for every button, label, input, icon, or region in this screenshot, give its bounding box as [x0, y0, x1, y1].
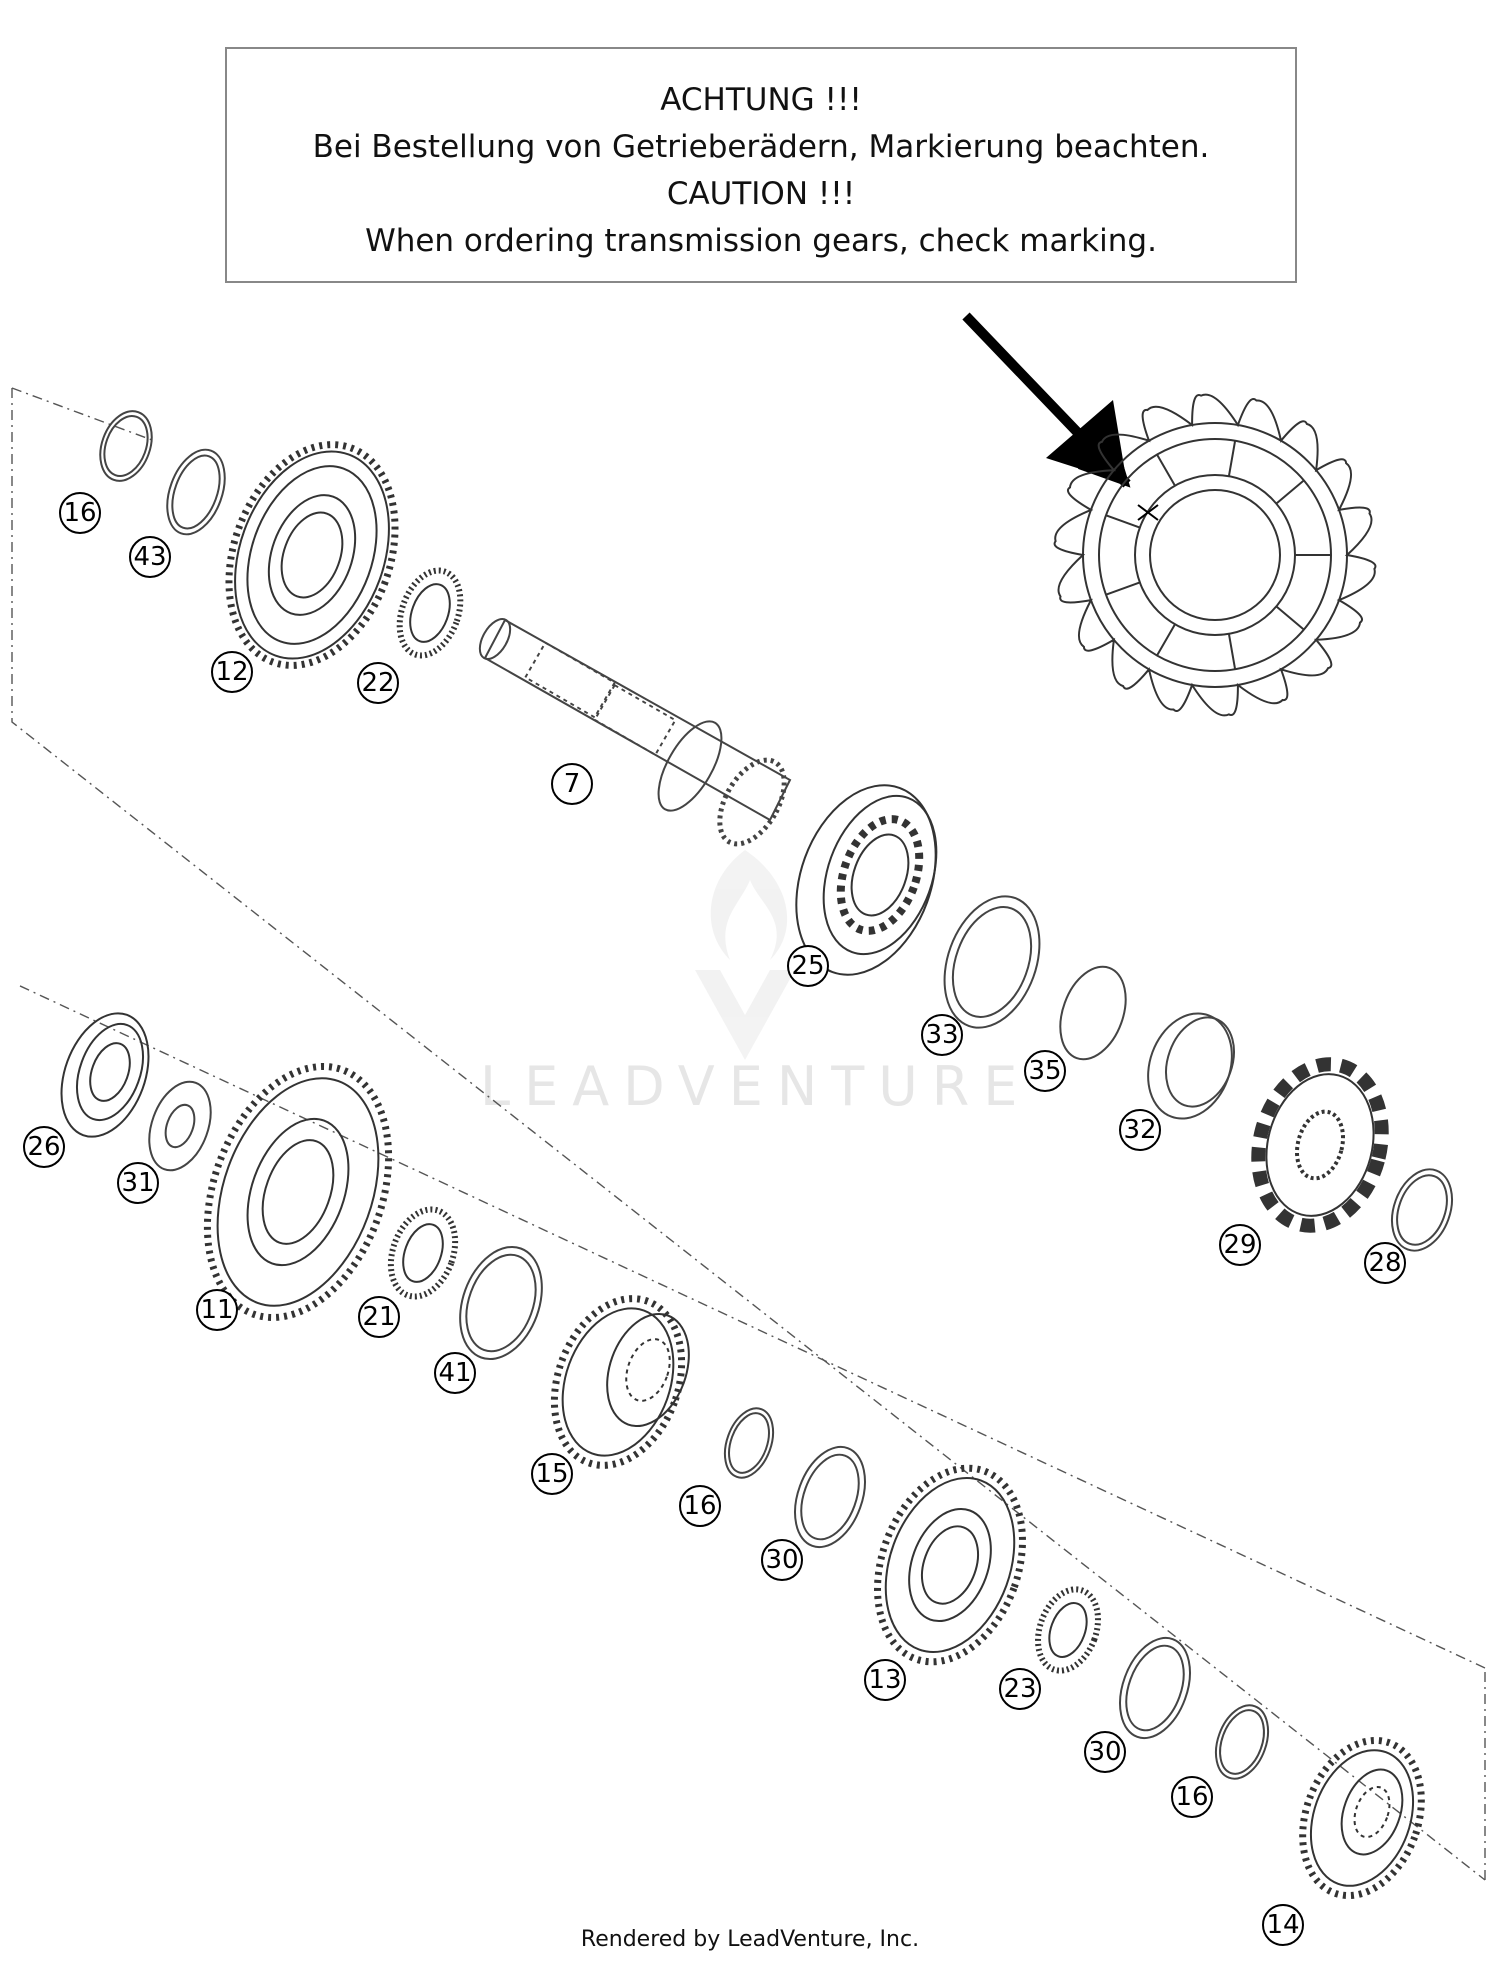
- svg-text:30: 30: [765, 1545, 798, 1575]
- reference-gear-segment-line: [1275, 479, 1305, 505]
- svg-text:28: 28: [1368, 1248, 1401, 1278]
- notice-heading-en: CAUTION !!!: [666, 176, 856, 212]
- svg-text:23: 23: [1003, 1674, 1036, 1704]
- svg-text:14: 14: [1266, 1910, 1299, 1940]
- svg-text:21: 21: [362, 1302, 395, 1332]
- callout-30-middle: 30: [761, 1539, 803, 1581]
- snap-ring-16-lower: [1214, 1704, 1270, 1780]
- sprocket-29: [1251, 1057, 1389, 1233]
- svg-text:22: 22: [361, 668, 394, 698]
- callout-12: 12: [211, 651, 253, 693]
- needle-bearing-23: [1035, 1586, 1101, 1674]
- o-ring-35: [1059, 965, 1127, 1061]
- needle-bearing-21: [387, 1206, 459, 1300]
- svg-text:16: 16: [1175, 1782, 1208, 1812]
- reference-gear: [1053, 393, 1377, 717]
- callout-15: 15: [531, 1453, 573, 1495]
- svg-text:16: 16: [683, 1491, 716, 1521]
- notice-text-de: Bei Bestellung von Getrieberädern, Marki…: [312, 129, 1210, 165]
- reference-gear-segment-line: [1156, 454, 1176, 487]
- svg-text:7: 7: [564, 769, 581, 799]
- callout-43: 43: [129, 536, 171, 578]
- callout-41: 41: [434, 1352, 476, 1394]
- spacer-32: [1147, 1012, 1235, 1120]
- callout-21: 21: [358, 1296, 400, 1338]
- callout-16-middle: 16: [679, 1485, 721, 1527]
- callout-7: 7: [551, 763, 593, 805]
- callout-30-lower: 30: [1084, 1731, 1126, 1773]
- reference-gear-segment-line: [1105, 581, 1141, 596]
- svg-text:32: 32: [1123, 1115, 1156, 1145]
- callout-33: 33: [921, 1014, 963, 1056]
- callout-29: 29: [1219, 1224, 1261, 1266]
- callout-22: 22: [357, 662, 399, 704]
- callout-32: 32: [1119, 1109, 1161, 1151]
- callout-31: 31: [117, 1162, 159, 1204]
- svg-text:29: 29: [1223, 1230, 1256, 1260]
- svg-text:30: 30: [1088, 1737, 1121, 1767]
- notice-heading-de: ACHTUNG !!!: [660, 82, 862, 118]
- callout-25: 25: [787, 945, 829, 987]
- reference-gear-segment-line: [1227, 440, 1237, 477]
- svg-text:16: 16: [63, 498, 96, 528]
- watermark-text: LEADVENTURE: [480, 1055, 1032, 1118]
- callout-13: 13: [864, 1659, 906, 1701]
- reference-gear-segment-line: [1105, 514, 1141, 529]
- washer-31: [148, 1080, 212, 1172]
- callout-26: 26: [23, 1126, 65, 1168]
- reference-gear-segment-line: [1227, 633, 1237, 670]
- callout-35: 35: [1024, 1050, 1066, 1092]
- washer-41: [459, 1245, 543, 1361]
- caution-notice-box: ACHTUNG !!! Bei Bestellung von Getrieber…: [225, 47, 1297, 283]
- svg-text:25: 25: [791, 951, 824, 981]
- reference-gear-segment-line: [1156, 623, 1176, 656]
- seal-ring-33: [943, 895, 1041, 1029]
- notice-text-en: When ordering transmission gears, check …: [365, 223, 1157, 259]
- washer-30-lower: [1119, 1636, 1191, 1740]
- svg-text:15: 15: [535, 1459, 568, 1489]
- reference-gear-segment-line: [1275, 605, 1305, 631]
- gear-14: [1299, 1736, 1425, 1900]
- gear-11: [203, 1063, 393, 1321]
- callout-16-lower: 16: [1171, 1776, 1213, 1818]
- gear-13: [874, 1464, 1026, 1666]
- gear-12: [225, 441, 399, 669]
- washer-30-middle: [794, 1445, 866, 1549]
- svg-text:26: 26: [27, 1132, 60, 1162]
- svg-text:31: 31: [121, 1168, 154, 1198]
- watermark-logo: [695, 850, 795, 1060]
- gear-15: [550, 1295, 690, 1469]
- svg-text:43: 43: [133, 542, 166, 572]
- callout-28: 28: [1364, 1242, 1406, 1284]
- callout-23: 23: [999, 1668, 1041, 1710]
- callout-16-upper: 16: [59, 492, 101, 534]
- svg-text:13: 13: [868, 1665, 901, 1695]
- ball-bearing-25: [795, 784, 938, 976]
- reference-gear-teeth: [1053, 393, 1377, 717]
- svg-text:35: 35: [1028, 1056, 1061, 1086]
- callout-11: 11: [196, 1289, 238, 1331]
- main-shaft-7: [478, 618, 792, 847]
- ball-bearing-26: [60, 1012, 150, 1138]
- svg-text:12: 12: [215, 657, 248, 687]
- svg-text:11: 11: [200, 1295, 233, 1325]
- marking-arrow: [962, 312, 1131, 488]
- svg-text:33: 33: [925, 1020, 958, 1050]
- washer-43: [166, 448, 226, 536]
- snap-ring-16-middle: [723, 1407, 775, 1479]
- svg-text:41: 41: [438, 1358, 471, 1388]
- circlip-28: [1391, 1168, 1453, 1252]
- callout-14: 14: [1262, 1904, 1304, 1946]
- footer-credit: Rendered by LeadVenture, Inc.: [580, 1927, 920, 1952]
- needle-bearing-22: [396, 567, 464, 659]
- snap-ring-16-upper: [99, 410, 153, 482]
